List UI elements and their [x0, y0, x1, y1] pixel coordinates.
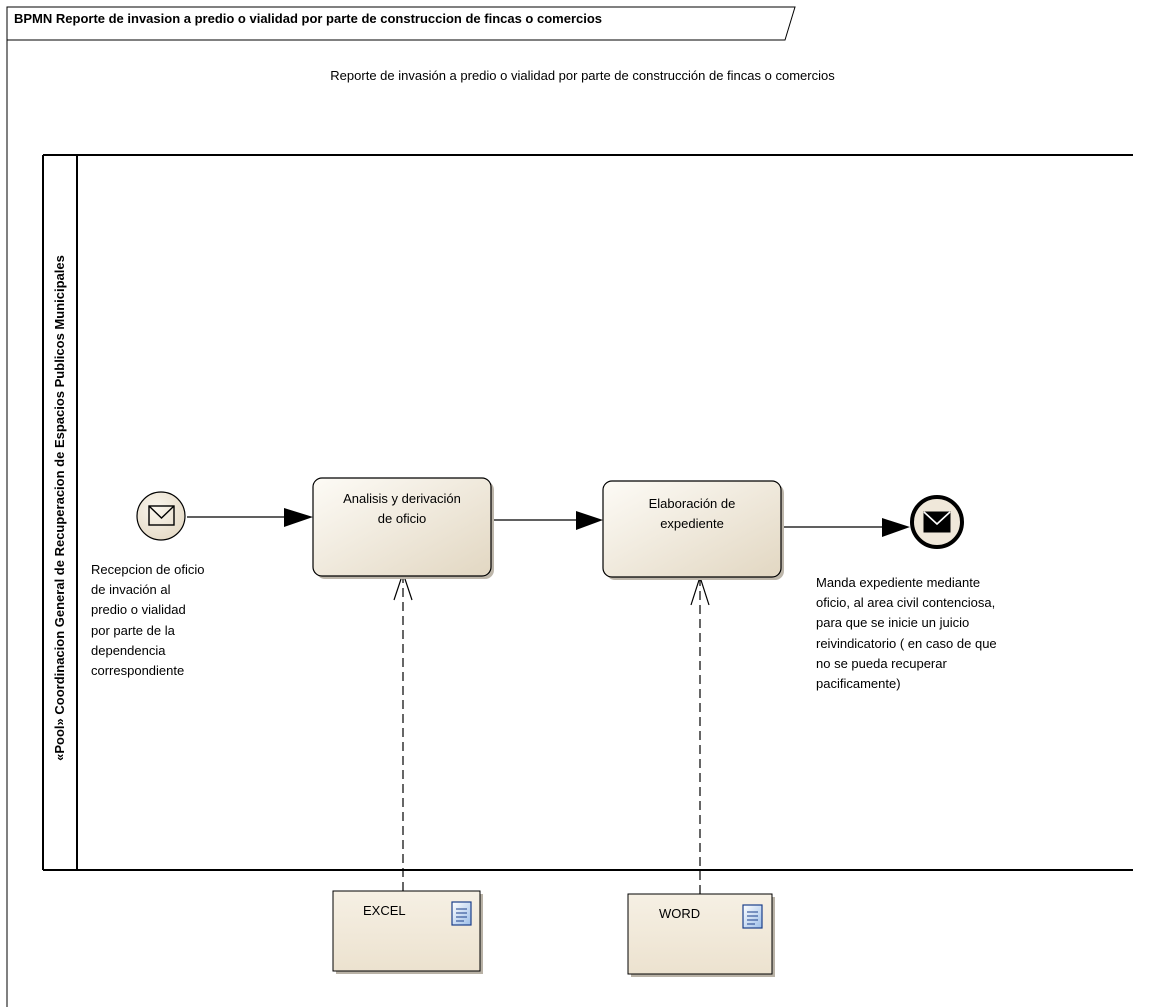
- task-label-line: expediente: [660, 516, 724, 531]
- note-line: por parte de la: [91, 622, 175, 638]
- note-line: Manda expediente mediante: [816, 575, 981, 590]
- note-line: oficio, al area civil contenciosa,: [816, 595, 996, 611]
- task-elaboracion-label: Elaboración de expediente: [603, 494, 781, 534]
- end-event[interactable]: [910, 495, 964, 549]
- note-line: pacificamente): [816, 676, 901, 692]
- task-analisis[interactable]: [312, 477, 494, 579]
- frame-title: BPMN Reporte de invasion a predio o vial…: [14, 11, 603, 26]
- task-label-line: de oficio: [377, 511, 427, 526]
- start-event-label: Recepcion de oficio de invación al predi…: [91, 560, 204, 681]
- association-word[interactable]: [690, 575, 710, 894]
- note-line: Recepcion de oficio: [91, 562, 205, 577]
- association-excel[interactable]: [393, 571, 413, 891]
- note-line: reivindicatorio ( en caso de que: [816, 635, 997, 651]
- sequence-flow-3[interactable]: [782, 518, 910, 537]
- note-line: no se pueda recuperar: [816, 655, 947, 671]
- diagram-title: Reporte de invasión a predio o vialidad …: [330, 68, 835, 83]
- sequence-flow-2[interactable]: [492, 511, 603, 530]
- note-line: predio o vialidad: [91, 602, 186, 618]
- artifact-word-label: WORD: [659, 906, 701, 921]
- task-analisis-label: Analisis y derivación de oficio: [313, 489, 491, 529]
- artifact-excel-label: EXCEL: [363, 903, 406, 918]
- document-icon: [742, 904, 763, 929]
- task-label-line: Elaboración de: [648, 496, 736, 511]
- note-line: de invación al: [91, 582, 171, 598]
- document-icon: [451, 901, 472, 926]
- note-line: dependencia: [91, 642, 166, 658]
- start-event[interactable]: [136, 491, 186, 541]
- artifact-excel[interactable]: [332, 890, 483, 974]
- end-event-label: Manda expediente mediante oficio, al are…: [816, 573, 997, 694]
- pool-label: «Pool» Coordinacion General de Recuperac…: [52, 255, 67, 761]
- task-label-line: Analisis y derivación: [343, 491, 461, 506]
- note-line: correspondiente: [91, 663, 185, 679]
- artifact-word[interactable]: [627, 893, 775, 977]
- envelope-icon: [148, 505, 175, 526]
- note-line: para que se inicie un juicio: [816, 615, 970, 631]
- sequence-flow-1[interactable]: [187, 508, 313, 527]
- pool[interactable]: [42, 154, 1133, 871]
- task-elaboracion[interactable]: [602, 480, 784, 580]
- diagram-frame: [6, 6, 796, 1007]
